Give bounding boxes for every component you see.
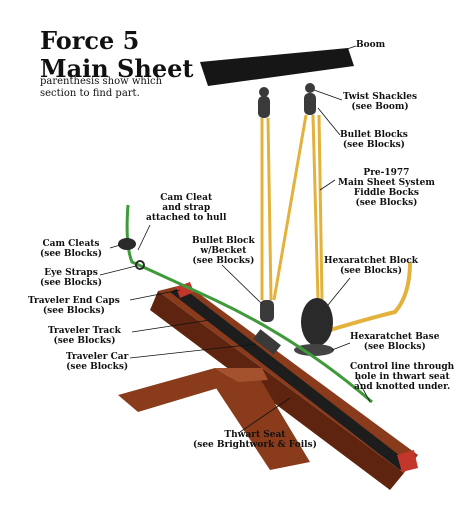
leader-control-line bbox=[355, 375, 371, 403]
label-boom: Boom bbox=[356, 40, 385, 50]
twist-shackle-left bbox=[259, 87, 269, 97]
label-traveler-track-ref: (see Blocks) bbox=[53, 336, 116, 346]
rope-segment-5 bbox=[317, 114, 324, 301]
label-cam-cleats-text: Cam Cleats bbox=[42, 239, 100, 249]
thwart-arm-right bbox=[212, 372, 310, 470]
label-cam-cleat-strap-line1: Cam Cleat bbox=[160, 193, 213, 203]
eye-strap bbox=[135, 260, 145, 270]
label-boom-text: Boom bbox=[356, 40, 386, 50]
label-control-line-line3: and knotted under. bbox=[354, 382, 451, 392]
traveler-track bbox=[170, 287, 408, 470]
label-cam-cleat-strap: Cam Cleat and strap attached to hull bbox=[146, 193, 226, 223]
leader-lines bbox=[99, 45, 371, 433]
traveler-car bbox=[253, 329, 281, 355]
rope-segment-2 bbox=[266, 117, 273, 301]
label-traveler-car-ref: (see Blocks) bbox=[66, 362, 129, 372]
leader-twist-shackles bbox=[313, 89, 343, 101]
label-twist-shackles-ref: (see Boom) bbox=[351, 102, 409, 112]
label-hexaratchet-block-ref: (see Blocks) bbox=[339, 266, 402, 276]
label-bullet-block-becket-line2: w/Becket bbox=[200, 246, 247, 256]
label-traveler-car: Traveler Car (see Blocks) bbox=[66, 352, 128, 372]
page-title: Force 5 Main Sheet bbox=[40, 27, 193, 83]
twist-shackle-right bbox=[305, 83, 315, 93]
label-bullet-block-becket-line1: Bullet Block bbox=[192, 236, 255, 246]
leader-bullet-blocks bbox=[317, 107, 341, 136]
mainsheet-rope bbox=[260, 114, 412, 332]
bullet-block-left bbox=[258, 96, 270, 118]
leader-traveler-end-caps bbox=[129, 289, 181, 301]
label-thwart-seat-text: Thwart Seat bbox=[224, 430, 286, 440]
traveler-end-cap-fwd bbox=[397, 450, 418, 472]
label-traveler-track-text: Traveler Track bbox=[48, 326, 121, 336]
thwart-arm-shade bbox=[215, 368, 268, 382]
leader-bullet-block-becket bbox=[221, 264, 263, 305]
label-pre1977-ref: (see Blocks) bbox=[355, 198, 418, 208]
thwart-seat-side bbox=[150, 291, 404, 490]
rope-segment-4 bbox=[311, 114, 320, 301]
label-traveler-car-text: Traveler Car bbox=[66, 352, 129, 362]
leader-traveler-car bbox=[129, 343, 257, 359]
label-hexaratchet-block-text: Hexaratchet Block bbox=[324, 256, 418, 266]
label-pre1977-line3: Fiddle Bocks bbox=[353, 188, 419, 198]
label-control-line: Control line through hole in thwart seat… bbox=[350, 362, 454, 392]
leader-cam-cleats bbox=[109, 244, 121, 249]
leader-eye-straps bbox=[99, 265, 137, 276]
bullet-block-becket bbox=[260, 300, 274, 322]
label-thwart-seat: Thwart Seat (see Brightwork & Foils) bbox=[193, 430, 317, 450]
leader-pre1977 bbox=[319, 179, 336, 191]
subtitle-line-2: section to find part. bbox=[40, 88, 140, 99]
title-line-1: Force 5 bbox=[40, 26, 140, 55]
hexaratchet-base bbox=[294, 344, 334, 356]
rope-segment-3 bbox=[272, 114, 308, 301]
label-hexaratchet-base-ref: (see Blocks) bbox=[363, 342, 426, 352]
leader-thwart-seat bbox=[239, 397, 291, 433]
label-traveler-track: Traveler Track (see Blocks) bbox=[48, 326, 121, 346]
leader-traveler-track bbox=[131, 319, 211, 333]
page-subtitle: parenthesis show which section to find p… bbox=[40, 76, 200, 100]
label-bullet-block-becket: Bullet Block w/Becket (see Blocks) bbox=[192, 236, 255, 266]
label-pre1977-line1: Pre-1977 bbox=[363, 168, 410, 178]
label-cam-cleats-ref: (see Blocks) bbox=[40, 249, 102, 259]
label-hexaratchet-base: Hexaratchet Base (see Blocks) bbox=[350, 332, 439, 352]
leader-boom bbox=[343, 45, 357, 51]
leader-hexaratchet-block bbox=[327, 277, 351, 306]
label-twist-shackles: Twist Shackles (see Boom) bbox=[343, 92, 417, 112]
label-traveler-end-caps: Traveler End Caps (see Blocks) bbox=[28, 296, 120, 316]
label-cam-cleat-strap-line3: attached to hull bbox=[146, 213, 227, 223]
label-cam-cleats: Cam Cleats (see Blocks) bbox=[40, 239, 102, 259]
label-bullet-blocks-text: Bullet Blocks bbox=[340, 130, 408, 140]
label-pre1977-line2: Main Sheet System bbox=[338, 178, 435, 188]
label-bullet-blocks: Bullet Blocks (see Blocks) bbox=[340, 130, 408, 150]
leader-cam-cleat-strap bbox=[137, 224, 151, 251]
title-line-2: Main Sheet bbox=[40, 54, 194, 83]
rope-tail bbox=[329, 261, 412, 332]
bullet-block-right bbox=[304, 93, 316, 115]
subtitle-line-1: parenthesis show which bbox=[40, 76, 163, 87]
label-control-line-line1: Control line through bbox=[350, 362, 455, 372]
label-hexaratchet-block: Hexaratchet Block (see Blocks) bbox=[324, 256, 418, 276]
label-twist-shackles-text: Twist Shackles bbox=[343, 92, 418, 102]
hexaratchet-block bbox=[301, 298, 333, 346]
label-eye-straps-ref: (see Blocks) bbox=[40, 278, 102, 288]
label-eye-straps: Eye Straps (see Blocks) bbox=[40, 268, 102, 288]
cam-cleat bbox=[118, 238, 136, 250]
boom bbox=[200, 48, 354, 86]
label-thwart-seat-ref: (see Brightwork & Foils) bbox=[193, 440, 317, 450]
label-control-line-line2: hole in thwart seat bbox=[354, 372, 450, 382]
traveler-end-cap-aft bbox=[176, 282, 194, 298]
label-eye-straps-text: Eye Straps bbox=[44, 268, 98, 278]
label-traveler-end-caps-ref: (see Blocks) bbox=[42, 306, 105, 316]
thwart-arm-left bbox=[118, 368, 238, 412]
label-pre1977: Pre-1977 Main Sheet System Fiddle Bocks … bbox=[338, 168, 435, 208]
leader-hexaratchet-base bbox=[331, 342, 351, 351]
label-traveler-end-caps-text: Traveler End Caps bbox=[28, 296, 120, 306]
label-bullet-blocks-ref: (see Blocks) bbox=[342, 140, 405, 150]
label-bullet-block-becket-ref: (see Blocks) bbox=[192, 256, 255, 266]
label-hexaratchet-base-text: Hexaratchet Base bbox=[350, 332, 440, 342]
label-cam-cleat-strap-line2: and strap bbox=[162, 203, 211, 213]
